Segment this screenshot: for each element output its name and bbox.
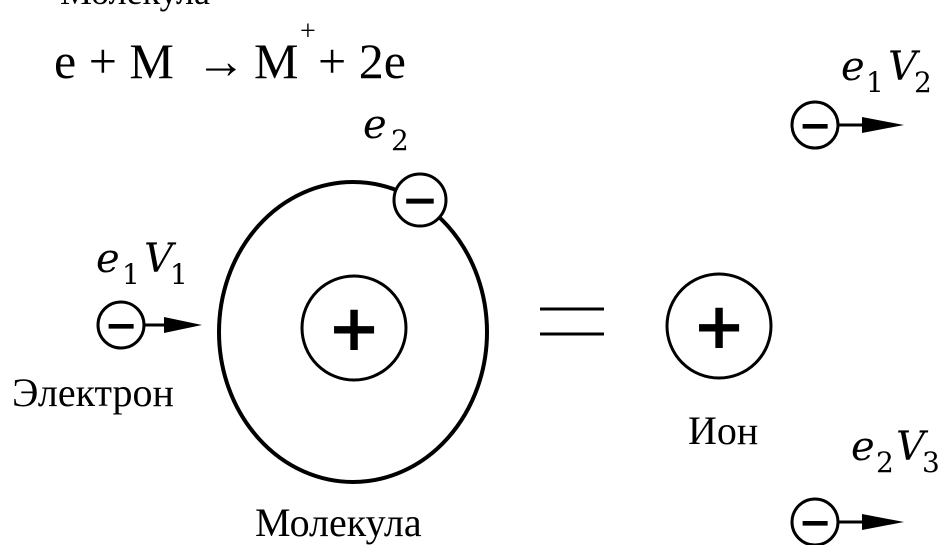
- outgoing-electron-2: −: [790, 497, 904, 545]
- e1v1-e-sub: 1: [122, 258, 140, 291]
- equation-ion: M: [254, 33, 298, 89]
- e1v2-v-sub: 2: [914, 66, 932, 99]
- e1v1-e: e: [96, 236, 120, 282]
- outgoing-electron-2-minus: −: [798, 500, 832, 545]
- top-cutoff-heading: Молекула: [60, 0, 210, 12]
- equation-lhs: e + M: [54, 33, 174, 89]
- label-e2v3: e 2 V 3: [851, 424, 940, 479]
- ion: +: [665, 272, 773, 380]
- ion-circle: [665, 272, 773, 380]
- label-molecule: Молекула: [255, 500, 422, 545]
- reaction-equation: e + M → M + + 2e: [54, 16, 406, 89]
- e1v1-v: V: [144, 236, 177, 282]
- e2-symbol: e: [363, 102, 387, 148]
- equation-arrow: →: [196, 33, 246, 89]
- e2v3-v: V: [896, 424, 929, 470]
- orbit-electron-circle: [392, 172, 448, 228]
- e2-subscript: 2: [391, 124, 409, 157]
- e1v2-e: e: [841, 44, 865, 90]
- nucleus-plus-sign: +: [327, 292, 381, 366]
- equation-ion-charge: +: [300, 16, 316, 47]
- molecule-nucleus: +: [300, 274, 408, 382]
- incoming-electron: −: [96, 300, 202, 350]
- outgoing-arrow-1-head: [862, 117, 904, 133]
- outgoing-electron-1-minus: −: [798, 103, 832, 149]
- label-e2: e 2: [363, 102, 409, 157]
- outgoing-arrow-2-head: [862, 514, 904, 530]
- equals-sign: [540, 307, 604, 336]
- orbit-electron-minus: −: [402, 175, 439, 226]
- e2v3-e: e: [851, 424, 875, 470]
- nucleus-circle: [300, 274, 408, 382]
- label-electron: Электрон: [12, 370, 174, 415]
- molecule-orbit: [217, 180, 489, 484]
- e1v2-e-sub: 1: [866, 66, 884, 99]
- e2v3-v-sub: 3: [922, 446, 940, 479]
- e1v1-v-sub: 1: [170, 258, 188, 291]
- incoming-arrow-head: [164, 317, 202, 333]
- equation-rhs: + 2e: [318, 33, 406, 89]
- ion-plus-sign: +: [692, 290, 746, 364]
- outgoing-electron-1: −: [790, 100, 904, 150]
- e1v2-v: V: [888, 44, 921, 90]
- e2v3-e-sub: 2: [876, 446, 894, 479]
- label-e1v2: e 1 V 2: [841, 44, 932, 99]
- orbit-electron: −: [392, 172, 448, 228]
- incoming-electron-minus: −: [104, 303, 138, 349]
- label-ion: Ион: [688, 408, 758, 453]
- label-e1v1: e 1 V 1: [96, 236, 188, 291]
